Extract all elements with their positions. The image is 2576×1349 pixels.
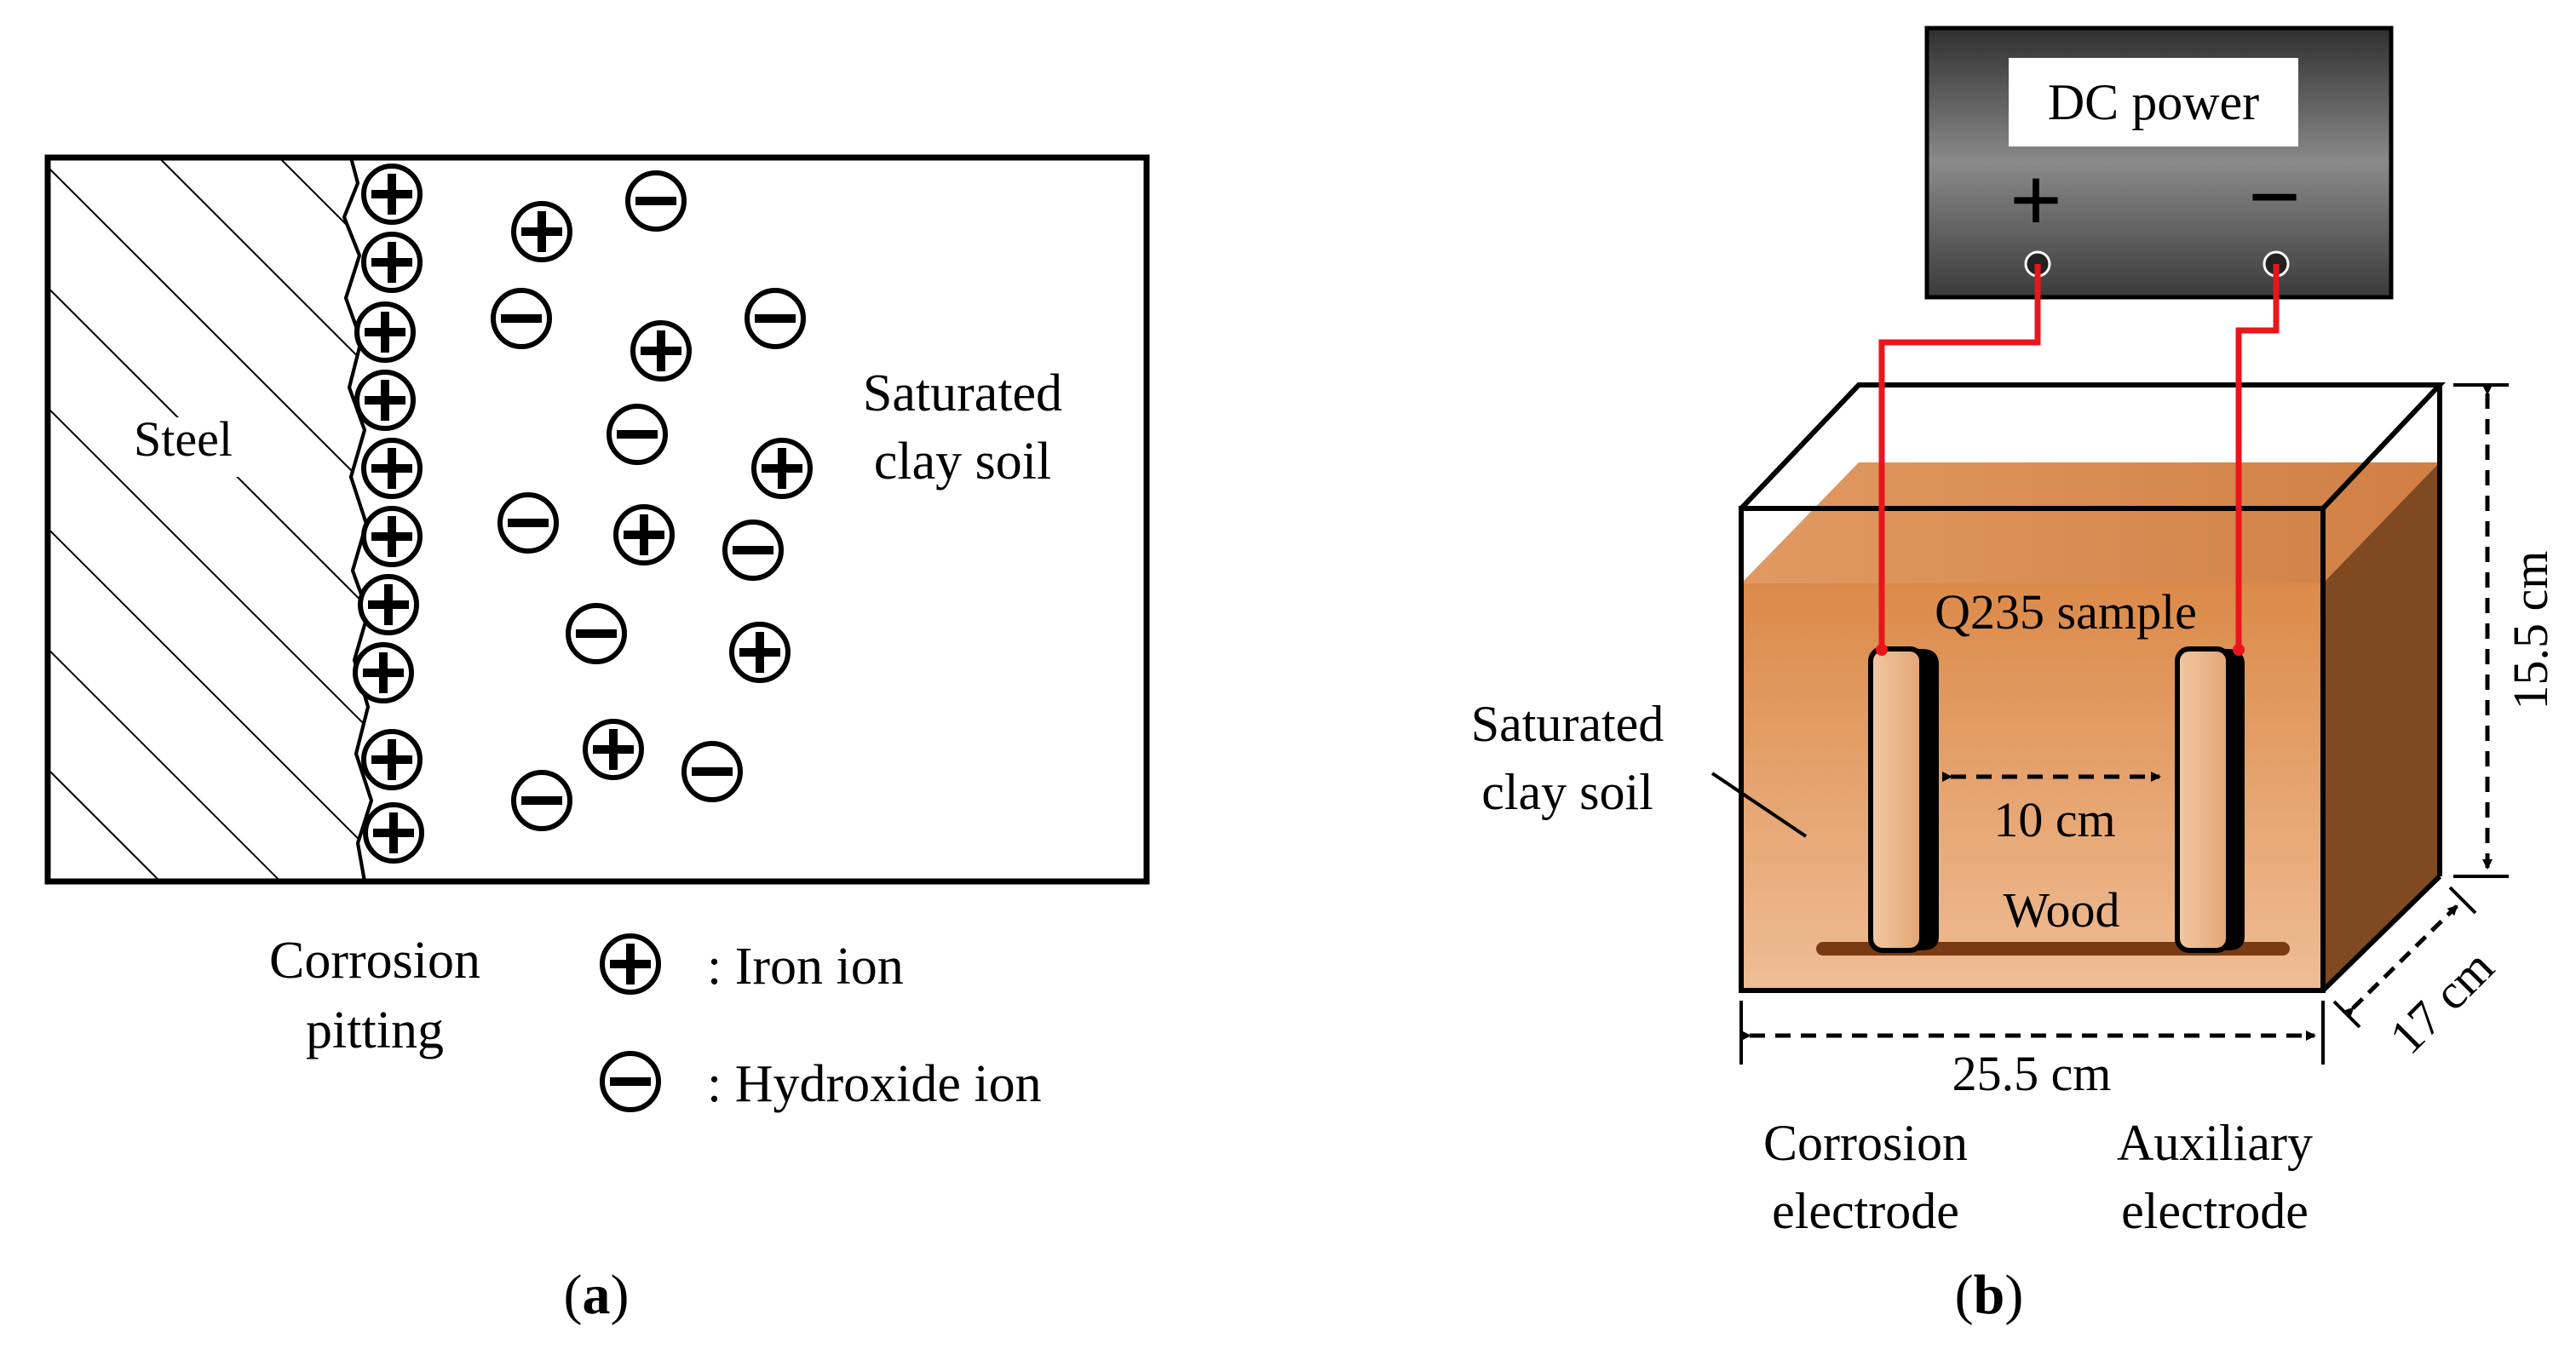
- auxiliary-electrode: [2175, 646, 2245, 953]
- caption-b-letter: b: [1974, 1264, 2005, 1326]
- steel-region: [46, 156, 374, 883]
- pitting-label-line2: pitting: [306, 1002, 444, 1059]
- corrosion-electrode-label-line2: electrode: [1772, 1183, 1959, 1239]
- iron-ion-icon: [354, 301, 416, 363]
- hydroxide-ion-icon: [491, 288, 552, 349]
- soil-label-b-line2: clay soil: [1481, 764, 1653, 820]
- iron-ion-icon: [363, 802, 424, 864]
- iron-ion-icon: [630, 320, 692, 382]
- depth-tick-back: [2448, 886, 2477, 915]
- dc-power-label-box: [2009, 58, 2298, 146]
- iron-ion-icon: [358, 574, 419, 635]
- panel-a-frame: [44, 154, 1150, 885]
- dc-power-label: DC power: [2048, 74, 2259, 130]
- depth-label: 17 cm: [2379, 939, 2504, 1065]
- hydroxide-ion-icon: [625, 170, 687, 232]
- soil-label-a-line2: clay soil: [874, 433, 1051, 491]
- hydroxide-ion-icon: [497, 492, 559, 554]
- soil-top-surface: [1741, 462, 2440, 583]
- legend-iron-icon: [600, 933, 661, 995]
- iron-ion-icon: [729, 622, 791, 683]
- legend-hydroxide-icon: [600, 1051, 661, 1112]
- wood-label: Wood: [2003, 882, 2119, 938]
- container-outline: [1739, 382, 2446, 993]
- height-label: 15.5 cm: [2503, 551, 2558, 710]
- corrosion-electrode: [1868, 646, 1939, 953]
- soil-label-a-line1: Saturated: [863, 365, 1062, 422]
- ions-group: [353, 164, 813, 864]
- iron-ion-icon: [583, 719, 644, 780]
- iron-ion-icon: [361, 164, 423, 225]
- auxiliary-electrode-label-line1: Auxiliary: [2117, 1115, 2313, 1171]
- iron-ion-icon: [353, 642, 414, 703]
- caption-a: (a): [564, 1264, 630, 1326]
- soil-label-leader: [1711, 772, 1808, 838]
- wire-negative: [2235, 264, 2280, 650]
- iron-ion-icon: [361, 232, 423, 293]
- soil-label-b-line1: Saturated: [1471, 696, 1665, 752]
- iron-ion-icon: [361, 729, 423, 790]
- soil-side-face: [2323, 462, 2440, 990]
- hydroxide-ion-icon: [681, 741, 743, 802]
- hydroxide-ion-icon: [511, 770, 572, 831]
- depth-dimension-line: [2343, 904, 2458, 1019]
- iron-ion-icon: [511, 201, 572, 262]
- iron-ion-icon: [354, 370, 416, 431]
- wire-negative-joint: [2233, 644, 2245, 656]
- iron-ion-icon: [613, 504, 675, 565]
- panel-b: DC power + − Wood: [1471, 26, 2558, 1326]
- gap-label: 10 cm: [1993, 792, 2115, 847]
- auxiliary-electrode-label-line2: electrode: [2121, 1183, 2309, 1239]
- dc-plus-sign: +: [2010, 148, 2063, 252]
- hydroxide-ion-icon: [566, 603, 627, 664]
- caption-b: (b): [1955, 1264, 2024, 1326]
- iron-ion-icon: [361, 438, 423, 499]
- iron-ion-icon: [361, 506, 423, 567]
- panel-a: Steel Saturated clay soil Corrosion pitt…: [44, 154, 1150, 1326]
- steel-label: Steel: [134, 411, 233, 467]
- steel-label-bg: [128, 417, 273, 477]
- hydroxide-ion-icon: [745, 288, 806, 349]
- legend-iron-label: : Iron ion: [707, 938, 904, 996]
- wire-positive-joint: [1876, 644, 1888, 656]
- iron-ion-icon: [751, 438, 813, 499]
- wire-positive: [1878, 264, 2041, 650]
- corrosion-pitting-edge: [342, 157, 374, 882]
- legend-hydroxide-label: : Hydroxide ion: [707, 1055, 1042, 1113]
- hydroxide-ion-icon: [722, 520, 784, 581]
- dc-minus-sign: −: [2248, 145, 2302, 249]
- corrosion-electrode-label-line1: Corrosion: [1763, 1115, 1968, 1171]
- width-label: 25.5 cm: [1952, 1046, 2112, 1101]
- hydroxide-ion-icon: [607, 404, 668, 465]
- caption-a-letter: a: [583, 1264, 611, 1326]
- pitting-label-line1: Corrosion: [269, 932, 480, 990]
- sample-label: Q235 sample: [1935, 584, 2197, 640]
